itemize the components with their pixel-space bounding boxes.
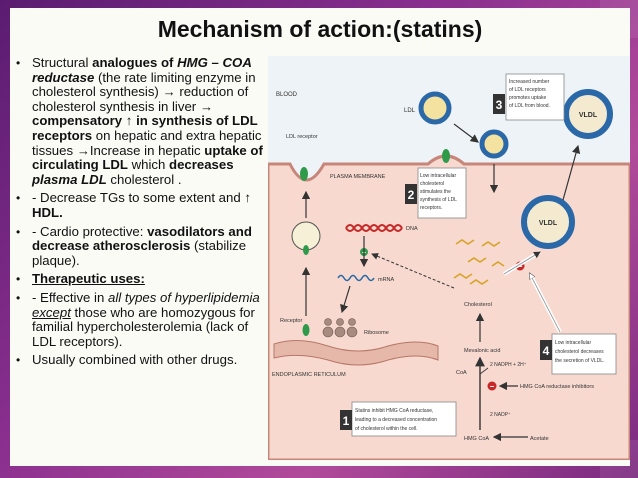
bullet-mechanism: Structural analogues of HMG – COA reduct… xyxy=(16,55,266,187)
arrow xyxy=(479,367,489,375)
ldl-receptor-icon xyxy=(302,324,310,336)
step-3-number: 3 xyxy=(496,98,503,112)
acetate-label: Acetate xyxy=(530,436,549,442)
plasma-membrane-label: PLASMA MEMBRANE xyxy=(330,174,386,180)
ribosome-icon xyxy=(322,318,358,338)
step-4-text: the secretion of VLDL. xyxy=(555,358,604,364)
step-1-text: leading to a decreased concentration xyxy=(355,417,437,423)
arrow xyxy=(453,123,479,143)
nadph-label: 2 NADPH + 2H⁺ xyxy=(490,362,527,368)
ldl-label: LDL xyxy=(404,108,416,114)
step-2-badge xyxy=(405,184,417,204)
step-4-box xyxy=(551,333,617,375)
step-3-box xyxy=(505,73,565,121)
dna-icon xyxy=(345,224,403,232)
inhibition-minus-icon xyxy=(487,381,497,391)
mrna-label: mRNA xyxy=(378,277,395,283)
cholesterol-molecules-icon xyxy=(453,239,505,285)
statin-mechanism-diagram: BLOOD LDL receptor PLASMA MEMBRANE LDL V… xyxy=(268,56,630,460)
step-1-text: of cholesterol within the cell. xyxy=(355,426,418,432)
dna-label: DNA xyxy=(406,226,418,232)
bullet-list: Structural analogues of HMG – COA reduct… xyxy=(16,55,266,372)
hmg-inhibitors-label: HMG CoA reductase inhibitors xyxy=(520,384,594,390)
step-1-number: 1 xyxy=(343,414,350,428)
mrna-icon xyxy=(337,274,375,282)
step-3-text: promotes uptake xyxy=(509,95,546,101)
step-2-text: synthesis of LDL xyxy=(420,197,457,203)
step-2-number: 2 xyxy=(408,188,415,202)
arrow xyxy=(340,285,351,314)
ldl-receptor-icon xyxy=(442,149,450,163)
ldl-particle-icon xyxy=(418,91,452,125)
step-3-text: Increased number xyxy=(509,79,550,85)
arrow xyxy=(562,144,581,201)
bullet-tg-hdl: - Decrease TGs to some extent and ↑ HDL. xyxy=(16,191,266,220)
vldl-label: VLDL xyxy=(579,112,598,119)
step-3-text: of LDL receptors xyxy=(509,87,546,93)
signal-arrow xyxy=(530,274,561,333)
inhibition-arrow xyxy=(503,251,541,275)
step-2-text: receptors. xyxy=(420,205,442,211)
vldl-particle-icon xyxy=(521,195,575,249)
cholesterol-label: Cholesterol xyxy=(464,302,492,308)
er-label: ENDOPLASMIC RETICULUM xyxy=(272,372,346,378)
ldl-receptor-icon xyxy=(303,245,309,255)
hmg-coa-label: HMG CoA xyxy=(464,436,489,442)
ribosome-label: Ribosome xyxy=(364,330,389,336)
bullet-hyperlipidemia: - Effective in all types of hyperlipidem… xyxy=(16,290,266,349)
step-3-badge xyxy=(493,94,505,114)
mevalonic-acid-label: Mevalonic acid xyxy=(464,348,500,354)
vldl-particle-icon xyxy=(563,89,613,139)
minus-symbol: − xyxy=(490,382,495,391)
step-4-text: cholesterol decreases xyxy=(555,349,604,355)
step-2-text: cholesterol xyxy=(420,181,444,187)
ldl-particle-icon xyxy=(479,129,509,159)
receptor-label: Receptor xyxy=(280,318,302,324)
step-4-badge xyxy=(540,340,552,360)
step-2-text: Low intracellular xyxy=(420,173,456,179)
step-2-box xyxy=(417,167,467,219)
step-2-text: stimulates the xyxy=(420,189,451,195)
step-1-text: Statins inhibit HMG CoA reductase, xyxy=(355,408,433,414)
bullet-combination: Usually combined with other drugs. xyxy=(16,352,266,368)
dna-icon xyxy=(345,224,403,232)
step-4-number: 4 xyxy=(543,344,550,358)
bullet-cardioprotective: - Cardio protective: vasodilators and de… xyxy=(16,224,266,269)
ldl-receptor-icon xyxy=(300,167,308,181)
step-3-text: of LDL from blood. xyxy=(509,103,550,109)
blood-label: BLOOD xyxy=(276,92,298,98)
slide-title: Mechanism of action:(statins) xyxy=(157,16,483,42)
nadp-label: 2 NADP⁺ xyxy=(490,412,511,418)
bullet-therapeutic-uses: Therapeutic uses: xyxy=(16,272,266,287)
endoplasmic-reticulum xyxy=(273,340,439,366)
minus-symbol: − xyxy=(518,262,523,271)
coa-label: CoA xyxy=(456,370,467,376)
vldl-label: VLDL xyxy=(539,220,558,227)
step-4-text: Low intracellular xyxy=(555,340,591,346)
step-1-badge xyxy=(340,410,352,430)
ldl-receptor-label: LDL receptor xyxy=(286,134,318,140)
slide-panel: Mechanism of action:(statins) Structural… xyxy=(10,8,630,466)
